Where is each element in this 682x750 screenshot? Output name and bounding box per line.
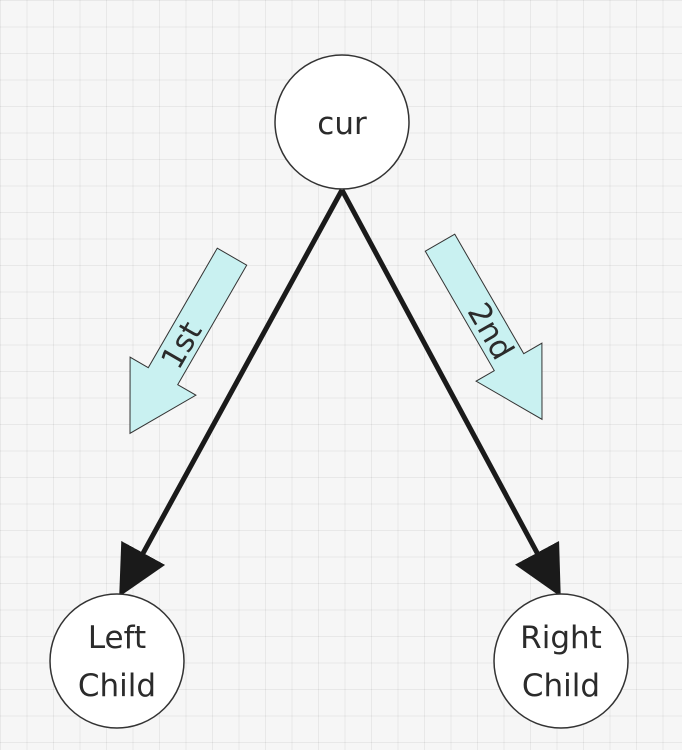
node-left-child-label-line-1: Left	[88, 620, 146, 656]
node-right-child-circle	[493, 593, 629, 729]
node-cur-circle	[274, 54, 410, 190]
node-left-child-label-line-2: Child	[78, 668, 156, 704]
node-right-child[interactable]: Right Child	[493, 593, 629, 729]
node-right-child-label-line-2: Child	[522, 668, 600, 704]
edge-cur-to-right-child[interactable]	[339, 188, 561, 597]
node-left-child-circle	[49, 593, 185, 729]
node-cur[interactable]: cur	[274, 54, 410, 190]
second-traversal-arrow[interactable]: 2nd	[407, 224, 575, 439]
second-arrow-shape	[424, 233, 543, 421]
node-right-child-label-line-1: Right	[520, 620, 602, 656]
node-left-child[interactable]: Left Child	[49, 593, 185, 729]
edge-cur-to-left-child[interactable]	[119, 188, 345, 597]
node-cur-label: cur	[317, 106, 367, 142]
first-arrow-shape	[129, 247, 248, 435]
first-traversal-arrow[interactable]: 1st	[97, 238, 265, 453]
